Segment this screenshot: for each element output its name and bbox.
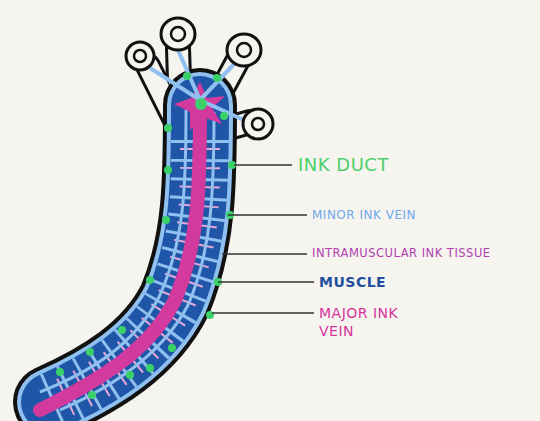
leader-lines [212,165,314,313]
muscle-label: MUSCLE [319,273,386,292]
ink-duct-label: INK DUCT [298,153,389,177]
minor-ink-vein-label: MINOR INK VEIN [312,207,416,223]
major-ink-vein-label: MAJOR INK VEIN [319,304,399,342]
intramuscular-ink-tissue-label: INTRAMUSCULAR INK TISSUE [312,246,491,262]
